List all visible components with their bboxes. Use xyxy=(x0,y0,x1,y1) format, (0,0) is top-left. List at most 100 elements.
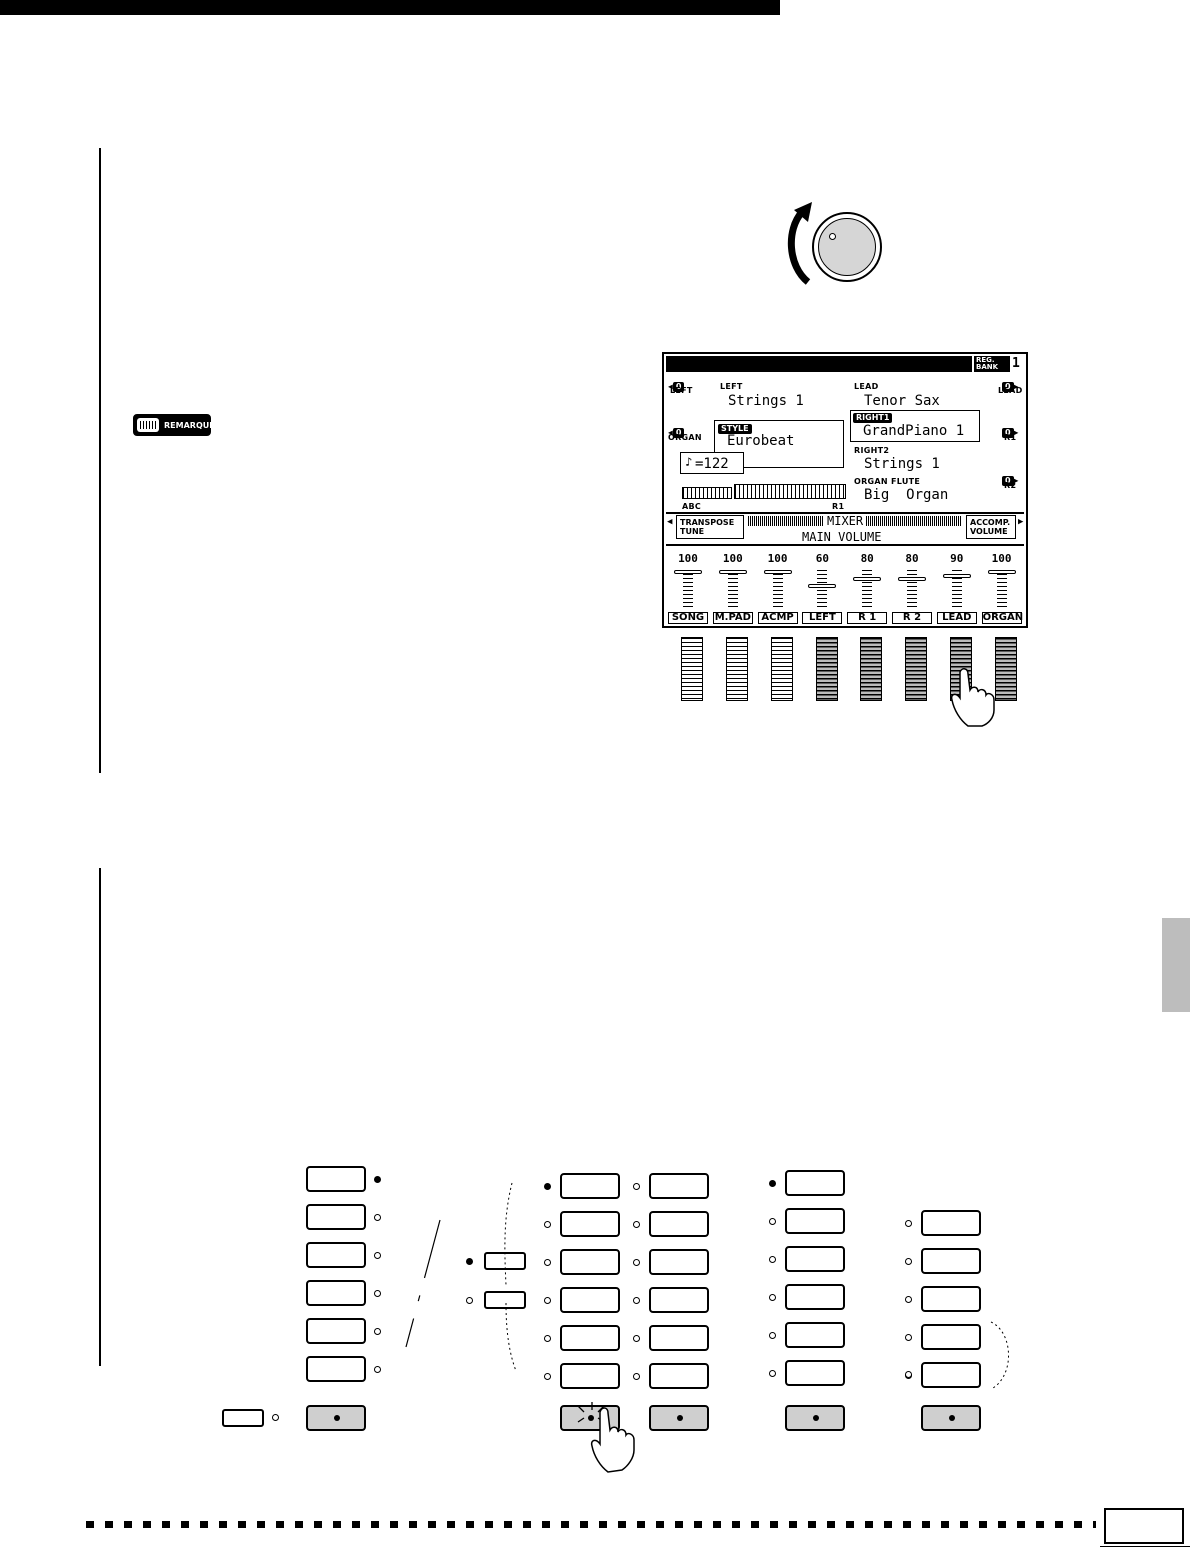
channel-value: 100 xyxy=(678,552,698,565)
physical-slider[interactable] xyxy=(681,637,703,701)
channel-fader-cap[interactable] xyxy=(853,577,882,582)
channel-fader[interactable] xyxy=(907,570,917,610)
channel-label[interactable]: LEFT xyxy=(802,612,843,624)
right1-box[interactable]: RIGHT1 GrandPiano 1 xyxy=(850,410,980,442)
left-voice-name[interactable]: Strings 1 xyxy=(728,393,804,409)
channel-label[interactable]: SONG xyxy=(668,612,708,624)
channel-fader-cap[interactable] xyxy=(808,584,837,589)
data-dial[interactable] xyxy=(812,212,882,282)
small-panel-button[interactable] xyxy=(222,1409,264,1427)
channel-fader[interactable] xyxy=(683,570,693,610)
small-panel-button[interactable] xyxy=(484,1291,526,1309)
panel-button[interactable] xyxy=(785,1246,845,1272)
channel-value: 80 xyxy=(905,552,919,565)
accomp-volume-tab[interactable]: ACCOMP. VOLUME xyxy=(966,515,1016,539)
channel-fader-cap[interactable] xyxy=(763,570,792,574)
channel-label[interactable]: ORGAN xyxy=(981,612,1024,624)
style-name: Eurobeat xyxy=(727,433,795,449)
panel-button[interactable] xyxy=(785,1360,845,1386)
bank-button[interactable] xyxy=(306,1405,366,1431)
selected-bank-button[interactable] xyxy=(560,1405,620,1431)
panel-button[interactable] xyxy=(560,1325,620,1351)
channel-label[interactable]: ACMP xyxy=(757,612,798,624)
channel-fader[interactable] xyxy=(727,570,738,610)
panel-button[interactable] xyxy=(306,1242,366,1268)
lead-voice-name[interactable]: Tenor Sax xyxy=(864,393,940,409)
left-octave-label: LEFT xyxy=(670,386,693,395)
physical-slider[interactable] xyxy=(905,637,927,701)
panel-button[interactable] xyxy=(921,1324,981,1350)
panel-button[interactable] xyxy=(306,1356,366,1382)
channel-fader-cap[interactable] xyxy=(718,570,747,574)
panel-button[interactable] xyxy=(649,1363,709,1389)
channel-fader[interactable] xyxy=(772,570,783,610)
indicator-led xyxy=(769,1370,776,1377)
organ-octave[interactable]: ◀0 xyxy=(668,422,685,438)
panel-button[interactable] xyxy=(785,1170,845,1196)
physical-slider[interactable] xyxy=(860,637,882,701)
physical-slider[interactable] xyxy=(995,637,1017,701)
panel-button[interactable] xyxy=(306,1166,366,1192)
channel-fader[interactable] xyxy=(951,570,962,610)
indicator-led xyxy=(905,1296,912,1303)
indicator-led xyxy=(374,1366,381,1373)
bank-button[interactable] xyxy=(649,1405,709,1431)
panel-button[interactable] xyxy=(921,1286,981,1312)
panel-button[interactable] xyxy=(921,1362,981,1388)
channel-value: 100 xyxy=(767,552,788,565)
section-rule-1 xyxy=(99,148,101,773)
channel-label[interactable]: R 2 xyxy=(892,612,932,624)
r1-octave[interactable]: 0▶ xyxy=(1002,422,1018,438)
panel-button[interactable] xyxy=(921,1248,981,1274)
panel-button[interactable] xyxy=(785,1322,845,1348)
keyboard-left-label: ABC xyxy=(682,502,702,511)
panel-button[interactable] xyxy=(560,1363,620,1389)
left-octave[interactable]: ◀0 xyxy=(668,376,685,392)
panel-button[interactable] xyxy=(649,1287,709,1313)
panel-button[interactable] xyxy=(560,1173,620,1199)
panel-button[interactable] xyxy=(649,1211,709,1237)
channel-fader-cap[interactable] xyxy=(898,577,926,582)
mixer-left-arrow-icon[interactable]: ◀ xyxy=(667,517,673,527)
panel-button[interactable] xyxy=(306,1280,366,1306)
indicator-led xyxy=(633,1221,640,1228)
channel-label[interactable]: R 1 xyxy=(847,612,888,624)
transpose-tab[interactable]: TRANSPOSE TUNE xyxy=(676,515,744,539)
reg-bank-label: REG. BANK xyxy=(974,356,1010,372)
panel-button[interactable] xyxy=(649,1249,709,1275)
organ-flute-name[interactable]: Big Organ xyxy=(864,487,949,503)
physical-slider[interactable] xyxy=(726,637,748,701)
panel-button[interactable] xyxy=(921,1210,981,1236)
channel-fader-cap[interactable] xyxy=(942,573,971,578)
lead-octave[interactable]: 0▶ xyxy=(1002,376,1018,392)
indicator-led xyxy=(633,1335,640,1342)
style-box[interactable]: STYLE Eurobeat xyxy=(714,420,844,468)
mixer-right-arrow-icon[interactable]: ▶ xyxy=(1018,517,1024,527)
channel-fader[interactable] xyxy=(862,570,873,610)
footer-dotted-rule xyxy=(86,1521,1096,1528)
physical-slider[interactable] xyxy=(816,637,838,701)
bank-button[interactable] xyxy=(921,1405,981,1431)
panel-button[interactable] xyxy=(560,1249,620,1275)
panel-button[interactable] xyxy=(785,1284,845,1310)
physical-slider[interactable] xyxy=(771,637,793,701)
panel-button[interactable] xyxy=(306,1318,366,1344)
channel-fader-cap[interactable] xyxy=(674,570,702,574)
r2-octave[interactable]: 0▶ xyxy=(1002,470,1018,486)
indicator-led xyxy=(544,1183,551,1190)
panel-button[interactable] xyxy=(306,1204,366,1230)
channel-fader[interactable] xyxy=(996,570,1007,610)
tempo-box[interactable]: ♪ =122 xyxy=(680,452,744,474)
channel-label[interactable]: LEAD xyxy=(936,612,977,624)
indicator-led xyxy=(466,1258,473,1265)
channel-label[interactable]: M.PAD xyxy=(712,612,753,624)
panel-button[interactable] xyxy=(649,1173,709,1199)
panel-button[interactable] xyxy=(560,1211,620,1237)
channel-fader-cap[interactable] xyxy=(987,570,1016,574)
panel-button[interactable] xyxy=(560,1287,620,1313)
right2-name[interactable]: Strings 1 xyxy=(864,456,940,472)
channel-fader[interactable] xyxy=(817,570,828,610)
panel-button[interactable] xyxy=(649,1325,709,1351)
bank-button[interactable] xyxy=(785,1405,845,1431)
panel-button[interactable] xyxy=(785,1208,845,1234)
